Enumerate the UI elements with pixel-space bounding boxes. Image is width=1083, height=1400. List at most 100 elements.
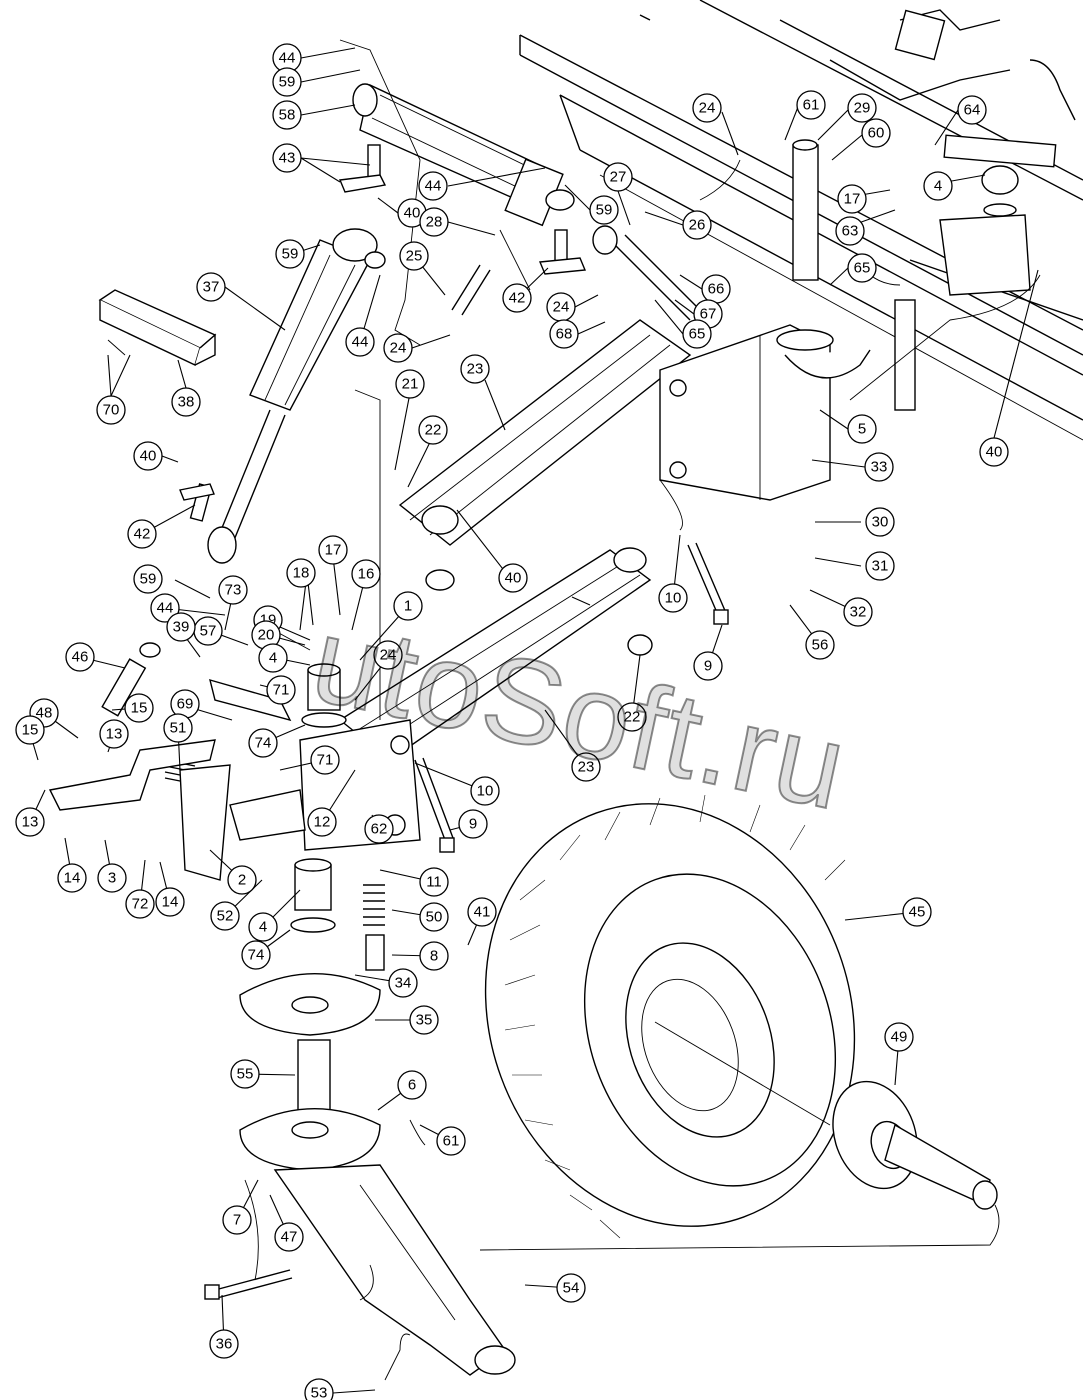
callout-circle: [209, 1329, 239, 1359]
callout-number: 40: [140, 448, 157, 465]
callout-number: 27: [610, 169, 627, 186]
callout-number: 38: [178, 394, 195, 411]
callout-circle: [383, 333, 413, 363]
callout-circle: [571, 752, 601, 782]
callout-number: 71: [317, 752, 334, 769]
callout-7: 7: [222, 1205, 252, 1235]
callout-number: 44: [279, 50, 296, 67]
callout-circle: [549, 319, 579, 349]
callout-circle: [124, 693, 154, 723]
callout-number: 12: [314, 814, 331, 831]
cylinder-37: [207, 228, 386, 564]
callout-circle: [230, 1059, 260, 1089]
callout-15: 15: [15, 715, 45, 745]
callout-14: 14: [155, 887, 185, 917]
callout-circle: [409, 1005, 439, 1035]
callout-44: 44: [418, 171, 448, 201]
callout-number: 49: [891, 1029, 908, 1046]
callout-42: 42: [502, 283, 532, 313]
callout-circle: [127, 519, 157, 549]
callout-circle: [15, 715, 45, 745]
callout-circle: [351, 559, 381, 589]
callout-17: 17: [318, 535, 348, 565]
callout-circle: [272, 143, 302, 173]
callout-number: 52: [217, 908, 234, 925]
callout-circle: [682, 319, 712, 349]
callout-circle: [419, 902, 449, 932]
callout-59: 59: [133, 564, 163, 594]
callout-circle: [603, 162, 633, 192]
caster-leg: [273, 1164, 516, 1376]
callout-46: 46: [65, 642, 95, 672]
callout-9: 9: [693, 651, 723, 681]
callout-number: 28: [426, 214, 443, 231]
callout-number: 73: [225, 582, 242, 599]
callout-circle: [458, 809, 488, 839]
callout-circle: [556, 1273, 586, 1303]
callout-61: 61: [436, 1126, 466, 1156]
callout-number: 54: [563, 1280, 580, 1297]
callout-circle: [258, 643, 288, 673]
callout-circle: [275, 239, 305, 269]
callout-1: 1: [393, 591, 423, 621]
callout-number: 4: [934, 178, 942, 195]
callout-17: 17: [837, 184, 867, 214]
callout-70: 70: [96, 395, 126, 425]
callout-43: 43: [272, 143, 302, 173]
callout-number: 5: [858, 421, 866, 438]
channel-38: [98, 289, 217, 366]
callout-52: 52: [210, 901, 240, 931]
callout-number: 22: [624, 709, 641, 726]
callout-number: 74: [255, 735, 272, 752]
callout-40: 40: [397, 198, 427, 228]
callout-circle: [837, 184, 867, 214]
callout-4: 4: [258, 643, 288, 673]
upper-arm-23: [398, 225, 706, 546]
callout-number: 70: [103, 402, 120, 419]
callout-4: 4: [923, 171, 953, 201]
callout-circle: [241, 940, 271, 970]
callout-32: 32: [843, 597, 873, 627]
callout-circle: [227, 865, 257, 895]
callout-61: 61: [796, 90, 826, 120]
callout-number: 33: [871, 459, 888, 476]
callout-number: 10: [665, 590, 682, 607]
callout-circle: [902, 897, 932, 927]
callout-73: 73: [218, 575, 248, 605]
callout-circle: [419, 207, 449, 237]
callout-number: 43: [279, 150, 296, 167]
callout-50: 50: [419, 902, 449, 932]
callout-10: 10: [470, 776, 500, 806]
callout-number: 17: [844, 191, 861, 208]
lower-swivel-stack: [239, 858, 381, 1171]
callout-circle: [589, 195, 619, 225]
callout-number: 59: [279, 74, 296, 91]
callout-55: 55: [230, 1059, 260, 1089]
callout-number: 2: [238, 872, 246, 889]
callout-number: 62: [371, 821, 388, 838]
callout-40: 40: [133, 441, 163, 471]
callout-4: 4: [248, 912, 278, 942]
callout-number: 6: [408, 1077, 416, 1094]
callout-number: 61: [443, 1133, 460, 1150]
callout-circle: [498, 563, 528, 593]
callout-circle: [419, 941, 449, 971]
callout-number: 57: [200, 623, 217, 640]
callout-circle: [345, 327, 375, 357]
callout-number: 24: [553, 299, 570, 316]
callout-number: 24: [380, 647, 397, 664]
callout-circle: [304, 1378, 334, 1400]
callout-59: 59: [275, 239, 305, 269]
callout-number: 59: [596, 202, 613, 219]
callout-31: 31: [865, 551, 895, 581]
callout-number: 50: [426, 909, 443, 926]
callout-number: 7: [233, 1212, 241, 1229]
callout-37: 37: [196, 272, 226, 302]
guide-lines: [244, 39, 1041, 1381]
callout-64: 64: [957, 95, 987, 125]
callout-circle: [470, 776, 500, 806]
callout-71: 71: [266, 675, 296, 705]
pivot-bracket-33: [659, 324, 871, 501]
callout-circle: [884, 1022, 914, 1052]
